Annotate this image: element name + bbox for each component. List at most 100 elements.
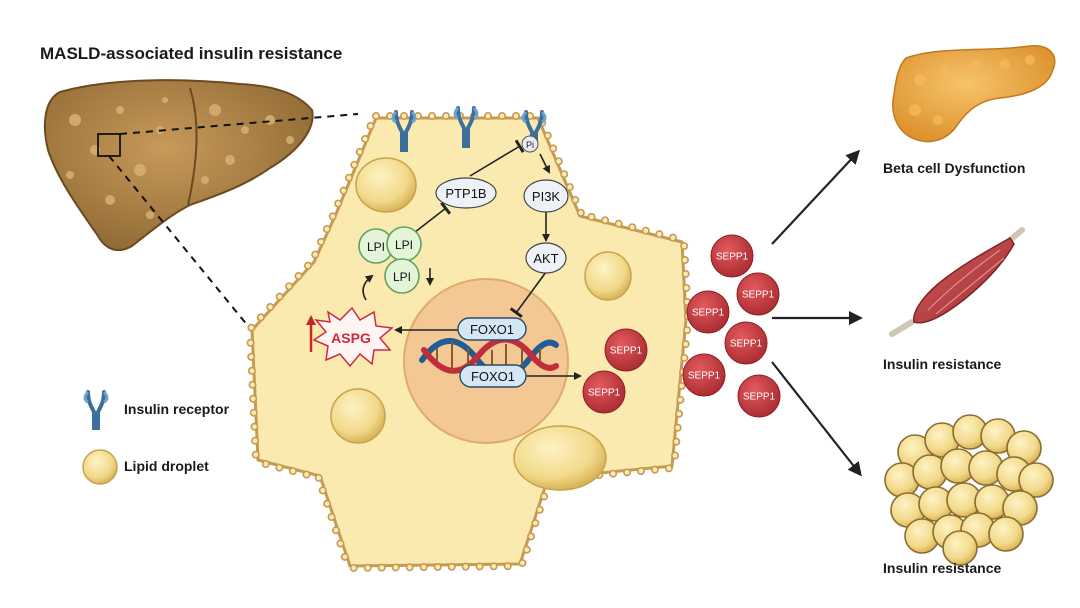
adipose-tissue-illustration bbox=[884, 414, 1054, 566]
adipose-outcome-label: Insulin resistance bbox=[883, 560, 1002, 576]
pancreas-outcome-label: Beta cell Dysfunction bbox=[883, 160, 1026, 176]
membrane-ruffle bbox=[433, 562, 442, 571]
membrane-ruffle bbox=[275, 292, 284, 301]
membrane-ruffle bbox=[518, 559, 527, 568]
membrane-ruffle bbox=[250, 422, 259, 431]
membrane-ruffle bbox=[503, 562, 512, 571]
membrane-ruffle bbox=[249, 394, 258, 403]
membrane-ruffle bbox=[294, 271, 303, 280]
membrane-ruffle bbox=[682, 283, 691, 292]
muscle-outcome-label: Insulin resistance bbox=[883, 356, 1002, 372]
svg-text:LPI: LPI bbox=[393, 270, 411, 284]
membrane-ruffle bbox=[247, 366, 256, 375]
membrane-ruffle bbox=[655, 230, 664, 239]
membrane-ruffle bbox=[675, 409, 684, 418]
membrane-ruffle bbox=[340, 552, 349, 561]
membrane-ruffle bbox=[314, 473, 323, 482]
membrane-ruffle bbox=[405, 563, 414, 572]
membrane-ruffle bbox=[677, 381, 686, 390]
membrane-ruffle bbox=[680, 354, 689, 363]
membrane-ruffle bbox=[549, 144, 558, 153]
membrane-ruffle bbox=[323, 499, 332, 508]
membrane-ruffle bbox=[540, 492, 549, 501]
legend-receptor-icon bbox=[83, 390, 109, 430]
membrane-ruffle bbox=[497, 112, 506, 121]
membrane-ruffle bbox=[361, 134, 370, 143]
membrane-ruffle bbox=[377, 563, 386, 572]
membrane-ruffle bbox=[565, 183, 574, 192]
membrane-ruffle bbox=[344, 173, 353, 182]
membrane-ruffle bbox=[334, 199, 343, 208]
membrane-ruffle bbox=[318, 486, 327, 495]
membrane-ruffle bbox=[636, 467, 645, 476]
nucleus bbox=[403, 278, 569, 444]
membrane-ruffle bbox=[317, 237, 326, 246]
membrane-ruffle bbox=[322, 225, 331, 234]
membrane-ruffle bbox=[543, 131, 552, 140]
membrane-ruffle bbox=[531, 519, 540, 528]
membrane-ruffle bbox=[576, 208, 585, 217]
legend-droplet-icon bbox=[82, 449, 118, 485]
membrane-ruffle bbox=[681, 269, 690, 278]
membrane-ruffle bbox=[419, 563, 428, 572]
pi3k-node: PI3K bbox=[523, 179, 569, 213]
membrane-ruffle bbox=[475, 562, 484, 571]
svg-text:SEPP1: SEPP1 bbox=[730, 339, 763, 350]
svg-text:SEPP1: SEPP1 bbox=[692, 308, 725, 319]
membrane-ruffle bbox=[587, 212, 596, 221]
sepp1-protein: SEPP1 bbox=[682, 353, 726, 397]
membrane-ruffle bbox=[628, 223, 637, 232]
membrane-ruffle bbox=[441, 112, 450, 121]
sepp1-protein: SEPP1 bbox=[724, 321, 768, 365]
membrane-ruffle bbox=[668, 233, 677, 242]
svg-text:LPI: LPI bbox=[367, 240, 385, 254]
membrane-ruffle bbox=[527, 532, 536, 541]
membrane-ruffle bbox=[554, 157, 563, 166]
legend-receptor-label: Insulin receptor bbox=[124, 401, 230, 417]
cell-lipid-droplets bbox=[330, 157, 632, 491]
membrane-ruffle bbox=[350, 160, 359, 169]
membrane-ruffle bbox=[672, 437, 681, 446]
ptp1b-node: PTP1B bbox=[435, 177, 497, 209]
insulin-receptor-icon bbox=[453, 106, 479, 148]
membrane-ruffle bbox=[331, 526, 340, 535]
svg-text:SEPP1: SEPP1 bbox=[588, 388, 621, 399]
membrane-ruffle bbox=[623, 468, 632, 477]
membrane-ruffle bbox=[601, 216, 610, 225]
membrane-ruffle bbox=[248, 380, 257, 389]
membrane-ruffle bbox=[535, 505, 544, 514]
pancreas-illustration bbox=[892, 45, 1056, 143]
signaling-arrows bbox=[362, 139, 582, 380]
svg-text:FOXO1: FOXO1 bbox=[470, 322, 514, 337]
membrane-ruffle bbox=[614, 219, 623, 228]
svg-text:LPI: LPI bbox=[395, 238, 413, 252]
foxo1-node: FOXO1 bbox=[459, 364, 527, 388]
membrane-ruffle bbox=[311, 250, 320, 259]
membrane-ruffle bbox=[522, 545, 531, 554]
membrane-ruffle bbox=[427, 112, 436, 121]
liver-illustration bbox=[43, 79, 314, 252]
membrane-ruffle bbox=[671, 451, 680, 460]
membrane-ruffle bbox=[391, 563, 400, 572]
membrane-ruffle bbox=[609, 469, 618, 478]
membrane-ruffle bbox=[261, 460, 270, 469]
svg-text:SEPP1: SEPP1 bbox=[716, 252, 749, 263]
membrane-ruffle bbox=[483, 112, 492, 121]
lpi-molecule: LPI bbox=[358, 228, 394, 264]
svg-text:ASPG: ASPG bbox=[331, 330, 371, 346]
lpi-molecule: LPI bbox=[386, 226, 422, 262]
insulin-receptor-icon bbox=[391, 110, 417, 152]
membrane-ruffle bbox=[489, 562, 498, 571]
sepp1-protein: SEPP1 bbox=[582, 370, 626, 414]
outcome-arrows bbox=[771, 149, 863, 477]
svg-text:SEPP1: SEPP1 bbox=[743, 392, 776, 403]
sepp1-protein: SEPP1 bbox=[737, 374, 781, 418]
muscle-illustration bbox=[889, 227, 1025, 337]
membrane-ruffle bbox=[249, 408, 258, 417]
membrane-ruffle bbox=[363, 563, 372, 572]
membrane-ruffle bbox=[247, 352, 256, 361]
sepp1-protein: SEPP1 bbox=[686, 290, 730, 334]
membrane-ruffle bbox=[680, 242, 689, 251]
akt-node: AKT bbox=[525, 242, 567, 274]
